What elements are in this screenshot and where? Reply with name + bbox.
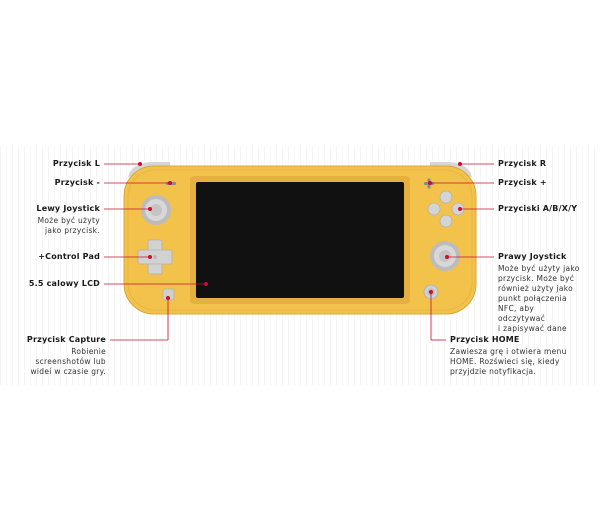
right-joystick-description: Może być użyty jako przycisk. Może być r… (498, 264, 580, 333)
label-l-button: Przycisk L (52, 159, 100, 168)
label-abxy-buttons: Przyciski A/B/X/Y (498, 204, 578, 213)
capture-button (162, 288, 175, 301)
label-left-joystick: Lewy Joystick (36, 204, 100, 213)
lcd-screen (196, 182, 404, 298)
label-control-pad: +Control Pad (38, 252, 100, 261)
label-r-button: Przycisk R (498, 159, 547, 168)
label-plus-button: Przycisk + (498, 178, 547, 187)
label-lcd: 5.5 calowy LCD (28, 279, 100, 288)
capture-description: Robienie screenshotów lub wideí w czasie… (30, 347, 106, 376)
label-minus-button: Przycisk - (54, 178, 100, 187)
label-home-button: Przycisk HOME (450, 335, 520, 344)
left-joystick (141, 195, 171, 225)
label-right-joystick: Prawy Joystick (498, 252, 567, 261)
right-joystick (430, 241, 460, 271)
label-capture-button: Przycisk Capture (26, 335, 106, 344)
abxy-buttons (427, 190, 465, 228)
home-description: Zawiesza grę i otwiera menu HOME. Rozświ… (450, 347, 567, 376)
left-joystick-description: Może być użyty jako przycisk. (37, 216, 100, 235)
